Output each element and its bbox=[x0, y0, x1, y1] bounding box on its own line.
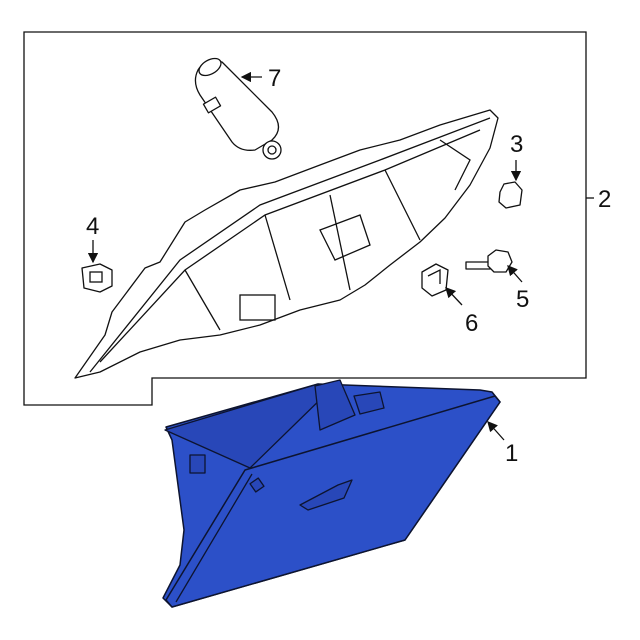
callout-5: 5 bbox=[516, 286, 529, 313]
callout-2: 2 bbox=[598, 186, 611, 213]
glove-box-frame bbox=[74, 109, 499, 379]
callout-4: 4 bbox=[86, 213, 99, 240]
callout-1: 1 bbox=[505, 440, 518, 467]
glove-box-part bbox=[162, 379, 501, 608]
latch-clip-part bbox=[421, 263, 449, 297]
bumper-part bbox=[498, 181, 523, 209]
assembly-boundary bbox=[23, 31, 587, 406]
callout-3: 3 bbox=[510, 131, 523, 158]
callout-7: 7 bbox=[268, 65, 281, 92]
damper-part bbox=[194, 57, 282, 160]
callout-5-arrow bbox=[507, 265, 523, 283]
callout-1-arrow bbox=[487, 421, 505, 441]
bolt-part bbox=[465, 249, 513, 273]
callout-6: 6 bbox=[465, 310, 478, 337]
clip-part bbox=[81, 263, 113, 293]
callout-6-arrow bbox=[445, 287, 463, 306]
